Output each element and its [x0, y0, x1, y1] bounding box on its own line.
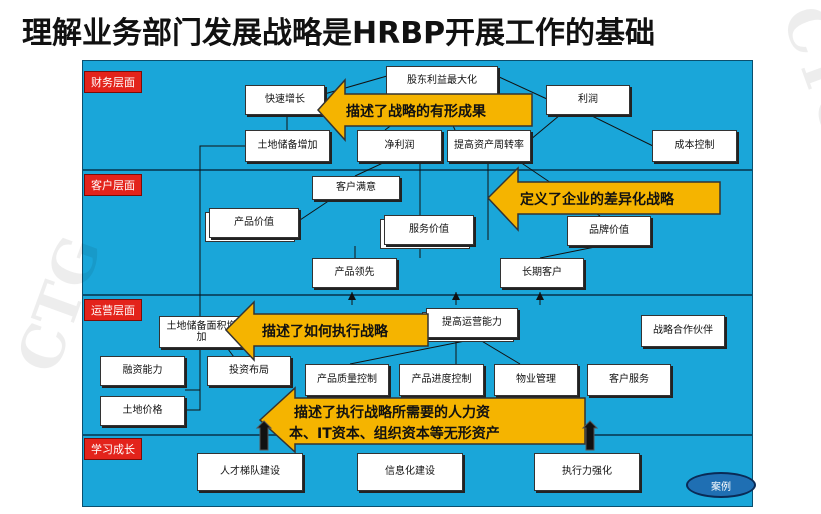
box-financing: 融资能力 — [100, 356, 185, 386]
box-long-term-customer: 长期客户 — [500, 258, 584, 288]
callout-arrow-customer — [486, 166, 721, 232]
box-property-mgmt: 物业管理 — [494, 364, 578, 396]
box-product-value: 产品价值 — [209, 208, 299, 238]
callout-learning-text-2: 本、IT资本、组织资本等无形资产 — [289, 426, 500, 442]
box-investment-layout: 投资布局 — [207, 356, 291, 386]
box-it-build: 信息化建设 — [357, 453, 463, 491]
box-shareholder-max: 股东利益最大化 — [386, 66, 498, 96]
box-net-profit: 净利润 — [357, 130, 442, 162]
box-strategic-partner: 战略合作伙伴 — [641, 315, 725, 347]
up-arrow-right — [581, 420, 599, 451]
case-badge[interactable]: 案例 — [686, 472, 756, 498]
box-asset-turnover: 提高资产周转率 — [447, 130, 531, 162]
layer-label-learning: 学习成长 — [84, 438, 142, 460]
box-land-price: 土地价格 — [100, 396, 185, 426]
layer-label-customer: 客户层面 — [84, 174, 142, 196]
box-service-value: 服务价值 — [384, 215, 474, 245]
callout-arrow-learning — [258, 386, 586, 454]
box-profit: 利润 — [546, 85, 630, 115]
box-product-leading: 产品领先 — [312, 258, 397, 288]
box-customer-satisfaction: 客户满意 — [312, 176, 400, 200]
box-quality-control: 产品质量控制 — [305, 364, 389, 396]
box-progress-control: 产品进度控制 — [399, 364, 484, 396]
callout-customer-text: 定义了企业的差异化战略 — [520, 192, 674, 208]
box-customer-service: 客户服务 — [587, 364, 671, 396]
callout-finance-text: 描述了战略的有形成果 — [346, 104, 486, 120]
up-arrow-left — [255, 420, 273, 451]
box-cost-control: 成本控制 — [652, 130, 737, 162]
box-execution: 执行力强化 — [534, 453, 640, 491]
box-brand-value: 品牌价值 — [567, 216, 651, 246]
layer-label-operations: 运营层面 — [84, 299, 142, 321]
callout-arrow-finance — [316, 78, 533, 142]
box-land-reserve: 土地储备增加 — [245, 130, 330, 162]
callout-arrow-operations — [224, 300, 429, 362]
box-improve-ops: 提高运营能力 — [426, 308, 518, 338]
box-talent-team: 人才梯队建设 — [197, 453, 303, 491]
callout-learning-text-1: 描述了执行战略所需要的人力资 — [294, 405, 490, 421]
box-fast-growth: 快速增长 — [245, 85, 325, 115]
layer-label-finance: 财务层面 — [84, 71, 142, 93]
callout-operations-text: 描述了如何执行战略 — [262, 324, 388, 340]
page-title: 理解业务部门发展战略是HRBP开展工作的基础 — [22, 16, 656, 51]
